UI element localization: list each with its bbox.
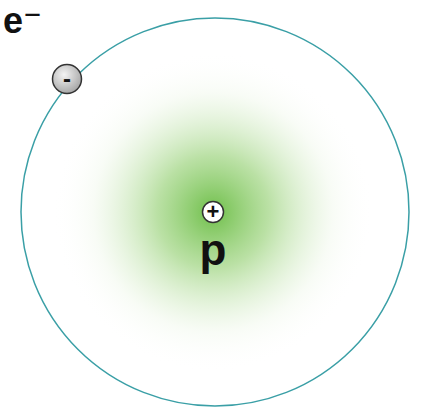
- electron-cloud: [53, 52, 373, 372]
- particle-label: p: [183, 228, 243, 272]
- charge-sign: -: [51, 63, 83, 95]
- proton-node: +p: [201, 200, 225, 224]
- charge-sign: +: [201, 200, 225, 224]
- electron-node: e⁻-: [51, 63, 83, 95]
- orbit-ring: [21, 18, 409, 406]
- particle-label: e⁻: [3, 3, 42, 39]
